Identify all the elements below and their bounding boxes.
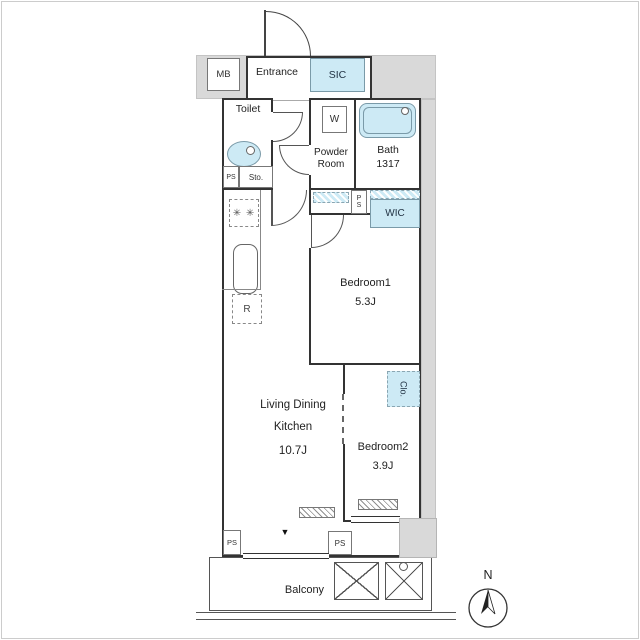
pipe-shaft-box: PS: [223, 530, 241, 555]
ldk-size-label: 10.7J: [278, 445, 308, 457]
compass-needle-icon: [481, 590, 488, 614]
wall: [271, 98, 273, 112]
bedroom1-label: Bedroom1: [340, 277, 391, 289]
powder-room-label-line2: Room: [317, 159, 345, 170]
wall: [309, 98, 311, 145]
pipe-shaft-box: PS: [223, 166, 239, 188]
pipe-shaft-label: PS: [226, 538, 237, 547]
bedroom1-size-label: 5.3J: [355, 296, 376, 308]
wic-label: WIC: [385, 208, 405, 219]
wall: [343, 444, 345, 522]
wall: [309, 175, 311, 215]
stove-burner-glyphs: ✳ ✳: [232, 207, 256, 219]
wall: [309, 363, 421, 365]
wall: [354, 98, 356, 190]
boundary-line: [196, 619, 456, 620]
boundary-line: [196, 612, 456, 613]
bath-size-label: 1317: [376, 158, 400, 170]
entrance-door-leaf: [264, 10, 266, 56]
toilet-label: Toilet: [235, 103, 261, 115]
powder-room-label-line1: Powder: [314, 147, 348, 158]
hatched-feature: [299, 507, 335, 518]
window-ldk: [243, 553, 329, 559]
common-area-right: [421, 99, 436, 520]
pipe-shaft-label: PS: [355, 195, 363, 209]
stove-burner-icon: ✳ ✳: [229, 199, 259, 227]
pipe-shaft-box: PS: [328, 531, 352, 555]
ldk-label-line1: Living Dining: [260, 399, 326, 411]
bedroom2-size-label: 3.9J: [372, 460, 394, 472]
powder-room-label: Powder Room: [308, 147, 354, 171]
wall: [309, 188, 421, 190]
balcony-label: Balcony: [284, 584, 325, 596]
wall: [222, 188, 273, 190]
fridge-label: R: [243, 303, 251, 315]
wic-upper-cabinet: [370, 190, 420, 199]
toilet-bowl-icon: [227, 141, 261, 167]
compass-north-label: N: [483, 568, 492, 582]
ac-unit-space-icon: [334, 562, 379, 600]
meter-box: MB: [207, 58, 240, 91]
storage-box: Sto.: [239, 166, 273, 188]
bath-faucet-icon: [401, 107, 409, 115]
washer-label: W: [329, 114, 340, 125]
closet-label: Clo.: [398, 380, 409, 397]
closet-box: Clo.: [387, 371, 420, 407]
drain-icon: [399, 562, 408, 571]
kitchen-counter-edge: [222, 289, 261, 290]
pipe-shaft-label: PS: [226, 173, 236, 181]
toilet-faucet-icon: [246, 146, 255, 155]
wall: [271, 140, 273, 190]
storage-label: Sto.: [248, 172, 264, 182]
wall: [343, 363, 345, 394]
compass: N: [468, 568, 508, 628]
common-area-corner: [399, 518, 437, 558]
entrance-label: Entrance: [255, 66, 299, 78]
entrance-step-line: [273, 100, 309, 101]
powder-upper-cabinet: [313, 192, 349, 203]
walk-in-closet: WIC: [370, 199, 420, 228]
bathtub-inner-line: [363, 107, 412, 134]
wall: [309, 248, 311, 365]
wall: [309, 213, 372, 215]
ldk-label-line2: Kitchen: [273, 421, 313, 433]
window-bedroom2: [351, 516, 400, 523]
shoe-closet: SIC: [310, 58, 365, 92]
compass-circle: [468, 588, 508, 628]
kitchen-counter-edge: [260, 190, 261, 290]
pipe-shaft-label: PS: [334, 538, 346, 548]
ac-unit-space-icon: [385, 562, 423, 600]
shoe-closet-label: SIC: [328, 69, 347, 81]
sliding-door: [342, 394, 344, 444]
section-marker-icon: ▼: [280, 527, 290, 537]
meter-box-label: MB: [216, 69, 231, 80]
fridge-space: R: [232, 294, 262, 324]
compass-needle-icon: [487, 589, 496, 615]
washer-box: W: [322, 106, 347, 133]
bath-label: Bath: [377, 144, 399, 156]
kitchen-sink-icon: [233, 244, 258, 294]
pipe-shaft-box: PS: [351, 190, 367, 214]
hatched-feature: [358, 499, 398, 510]
bedroom2-label: Bedroom2: [357, 441, 409, 453]
